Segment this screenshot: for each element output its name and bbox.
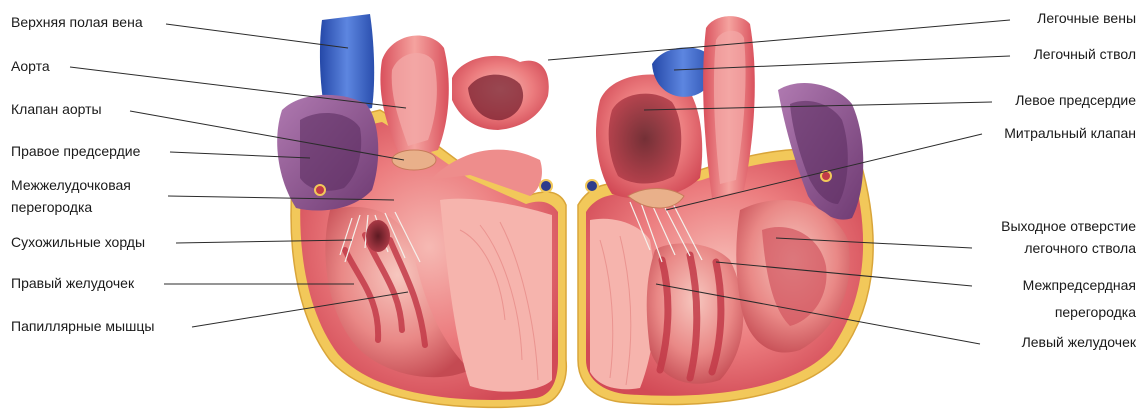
right-heart-half [578,16,873,404]
label-superior-vena-cava: Верхняя полая вена [11,14,143,31]
label-right-atrium: Правое предсердие [11,143,140,160]
label-right-ventricle: Правый желудочек [11,275,134,292]
label-papillary-muscles: Папиллярные мышцы [11,318,154,335]
label-chordae: Сухожильные хорды [11,234,145,251]
label-ias-line1: Межпредсердная [1023,277,1136,294]
label-interatrial-septum: Межпредсердная перегородка [1023,277,1136,321]
label-pulmonary-veins: Легочные вены [1037,10,1136,27]
label-ivs-line2: перегородка [11,199,131,216]
label-pulmonary-trunk: Легочный ствол [1034,46,1136,63]
label-outflow-line2: легочного ствола [1001,240,1136,257]
label-ivs-line1: Межжелудочковая [11,177,131,194]
label-left-atrium: Левое предсердие [1015,92,1136,109]
septum-section-right [590,219,655,390]
label-aorta: Аорта [11,58,50,75]
label-interventricular-septum: Межжелудочковая перегородка [11,177,131,216]
aortic-valve [392,150,436,170]
left-heart-half [277,14,566,407]
label-mitral-valve: Митральный клапан [1004,125,1136,142]
label-pulmonary-outflow: Выходное отверстие легочного ствола [1001,218,1136,257]
leader-pulm-veins [548,20,1010,60]
label-left-ventricle: Левый желудочек [1022,334,1136,351]
label-aortic-valve: Клапан аорты [11,101,102,118]
label-outflow-line1: Выходное отверстие [1001,218,1136,235]
label-ias-line2: перегородка [1023,304,1136,321]
